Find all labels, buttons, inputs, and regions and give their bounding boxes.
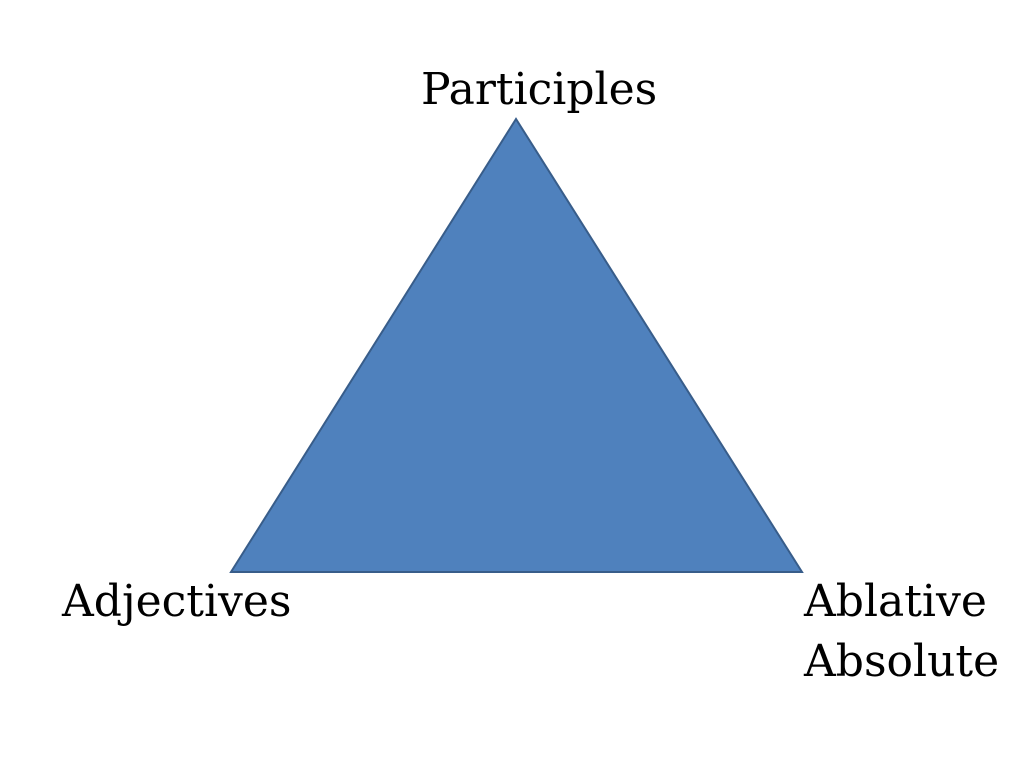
- label-ablative-line1: Ablative: [804, 576, 987, 627]
- triangle-shape: [229, 117, 804, 573]
- label-ablative-line2: Absolute: [804, 636, 1000, 687]
- label-ablative-absolute: Ablative Absolute: [804, 572, 999, 692]
- label-participles: Participles: [421, 64, 658, 115]
- label-adjectives: Adjectives: [62, 576, 292, 627]
